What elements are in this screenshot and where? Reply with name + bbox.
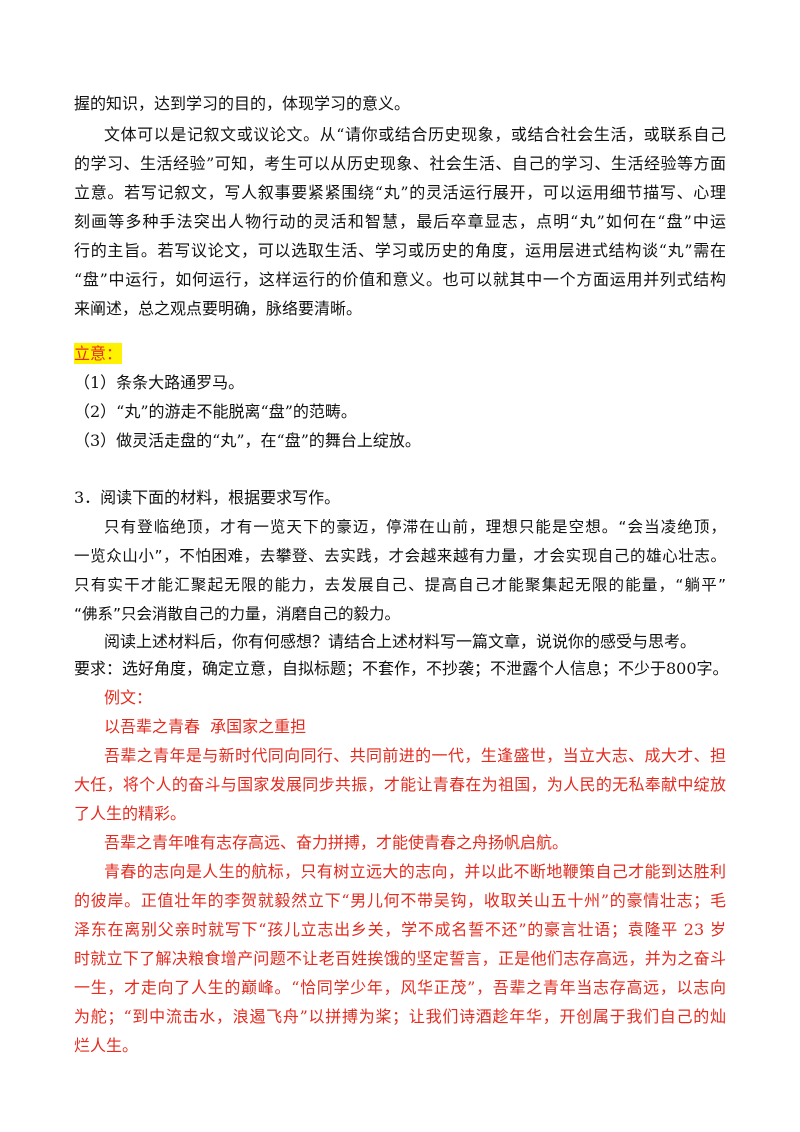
material-line-1: 只有登临绝顶，才有一览天下的豪迈，停滞在山前，理想只能是空想。“会当凌绝顶， xyxy=(104,518,726,536)
para1-line-3: 了人生的精彩。 xyxy=(74,804,187,823)
material-line-3: 只有实干才能汇聚起无限的能力，去发展自己、提高自己才能聚集起无限的能量，“躺平” xyxy=(74,576,726,594)
para2-line: 吾辈之青年唯有志存高远、奋力拼搏，才能使青春之舟扬帆启航。 xyxy=(104,833,569,852)
intro-line-1: 握的知识，达到学习的目的，体现学习的意义。 xyxy=(74,94,411,113)
example-title: 以吾辈之青春 承国家之重担 xyxy=(104,717,307,736)
liyi-item-1: （1）条条大路通罗马。 xyxy=(74,373,245,392)
intro-line-5: 刻画等多种手法突出人物行动的灵活和智慧，最后卒章显志，点明“丸”如何在“盘”中运 xyxy=(74,212,726,231)
liyi-heading-row: 立意： xyxy=(74,343,726,365)
liyi-heading: 立意： xyxy=(74,343,123,364)
intro-line-8: 来阐述，总之观点要明确，脉络要清晰。 xyxy=(74,299,363,318)
para3-line-3: 泽东在离别父亲时就写下“孩儿立志出乡关，学不成名誓不还”的豪言壮语；袁隆平 23… xyxy=(74,920,726,939)
question-3-prompt: 3．阅读下面的材料，根据要求写作。 xyxy=(74,488,341,507)
material-line-2: 一览众山小”，不怕困难，去攀登、去实践，才会越来越有力量，才会实现自己的雄心壮志… xyxy=(74,547,726,565)
instruction-line: 阅读上述材料后，你有何感想？请结合上述材料写一篇文章，说说你的感受与思考。 xyxy=(104,632,697,651)
para3-line-6: 为舵；“到中流击水，浪遏飞舟”以拼搏为桨；让我们诗酒趁年华，开创属于我们自己的灿 xyxy=(74,1007,726,1026)
intro-line-2: 文体可以是记叙文或议论文。从“请你或结合历史现象，或结合社会生活，或联系自己 xyxy=(104,125,726,144)
example-label: 例文： xyxy=(104,688,153,707)
para3-line-5: 一生，才走向了人生的巅峰。“恰同学少年，风华正茂”，吾辈之青年当志存高远，以志向 xyxy=(74,978,726,997)
intro-line-7: “盘”中运行，如何运行，这样运行的价值和意义。也可以就其中一个方面运用并列式结构 xyxy=(74,270,726,289)
para3-line-4: 时就立下了解决粮食增产问题不让老百姓挨饿的坚定誓言，正是他们志存高远，并为之奋斗 xyxy=(74,949,726,968)
para3-line-2: 的彼岸。正值壮年的李贺就毅然立下“男儿何不带吴钩，收取关山五十州”的豪情壮志；毛 xyxy=(74,891,726,910)
para1-line-1: 吾辈之青年是与新时代同向同行、共同前进的一代，生逢盛世，当立大志、成大才、担 xyxy=(104,746,726,765)
para3-line-7: 烂人生。 xyxy=(74,1036,139,1055)
intro-line-4: 立意。若写记叙文，写人叙事要紧紧围绕“丸”的灵活运行展开，可以运用细节描写、心理 xyxy=(74,183,726,202)
para1-line-2: 大任，将个人的奋斗与国家发展同步共振，才能让青春在为祖国，为人民的无私奉献中绽放 xyxy=(74,775,726,794)
liyi-item-2: （2）“丸”的游走不能脱离“盘”的范畴。 xyxy=(74,402,357,421)
para3-line-1: 青春的志向是人生的航标，只有树立远大的志向，并以此不断地鞭策自己才能到达胜利 xyxy=(104,862,726,881)
intro-line-3: 的学习、生活经验”可知，考生可以从历史现象、社会生活、自己的学习、生活经验等方面 xyxy=(74,154,726,173)
liyi-item-3: （3）做灵活走盘的“丸”，在“盘”的舞台上绽放。 xyxy=(74,431,421,450)
requirements-line: 要求：选好角度，确定立意，自拟标题；不套作，不抄袭；不泄露个人信息；不少于800… xyxy=(74,659,726,678)
material-line-4: “佛系”只会消散自己的力量，消磨自己的毅力。 xyxy=(74,605,401,623)
intro-line-6: 行的主旨。若写议论文，可以选取生活、学习或历史的角度，运用层进式结构谈“丸”需在 xyxy=(74,241,726,260)
